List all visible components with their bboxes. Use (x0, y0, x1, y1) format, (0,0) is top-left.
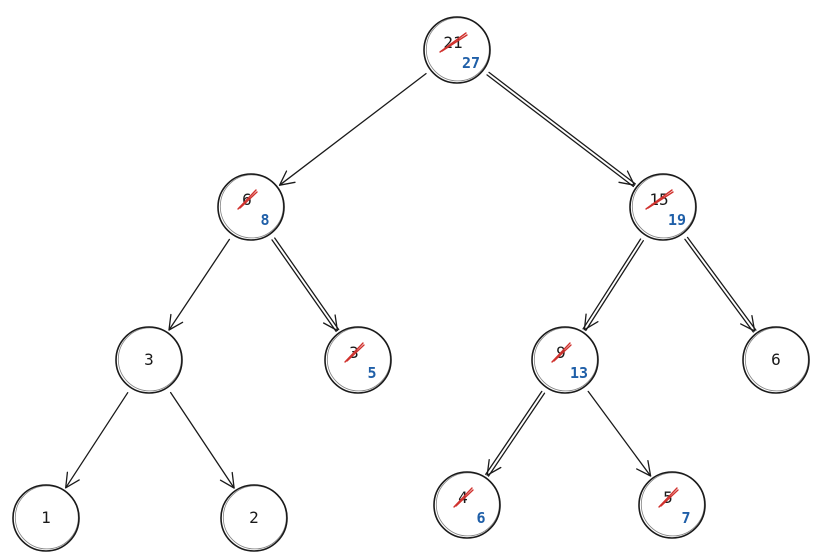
edge-n9-n4 (485, 390, 546, 477)
arrow-head-icon (583, 313, 599, 331)
node-circle-sketch-stroke (533, 327, 598, 392)
edge-line (169, 391, 235, 489)
strikethrough-mark (658, 487, 678, 508)
tree-node-n6b: 6 (742, 326, 810, 394)
tree-node-n1: 1 (12, 484, 80, 552)
edge-line (168, 238, 231, 331)
edge-line (587, 390, 652, 477)
node-circle-sketch-stroke (222, 485, 287, 550)
edge-n6-n3a (168, 238, 231, 331)
node-new-value: 7 (681, 509, 690, 527)
node-old-value: 1 (41, 508, 51, 527)
tree-node-n3b: 35 (324, 326, 392, 394)
arrow-head-icon (322, 314, 339, 332)
arrow-head-icon (740, 314, 756, 332)
edge-n21-n15 (486, 71, 636, 188)
edge-n15-n9 (582, 238, 644, 332)
strikethrough-mark (453, 487, 473, 508)
node-circle (433, 471, 501, 539)
arrow-head-icon (636, 459, 652, 477)
edge-line (274, 237, 340, 331)
tree-node-n5: 57 (638, 471, 706, 539)
node-circle (531, 326, 599, 394)
node-old-value: 6 (771, 350, 781, 369)
arrow-head-icon (219, 471, 235, 489)
edge-line (487, 392, 546, 477)
strikethrough-mark (660, 489, 679, 507)
node-circle-sketch-stroke (631, 174, 696, 239)
node-circle (423, 16, 491, 84)
edge-n3a-n1 (65, 392, 129, 489)
edge-line (271, 239, 337, 333)
node-circle-sketch-stroke (219, 174, 284, 239)
strikethrough-mark (346, 344, 365, 362)
tree-node-n4: 46 (433, 471, 501, 539)
strikethrough-mark (647, 191, 674, 209)
tree-node-n6: 68 (217, 173, 285, 241)
arrow-head-icon (65, 471, 80, 489)
node-circle (629, 173, 697, 241)
node-new-value: 8 (260, 211, 269, 229)
edge-line (486, 74, 635, 188)
node-circle-sketch-stroke (640, 472, 705, 537)
arrow-head-icon (278, 170, 296, 186)
tree-node-n3a: 3 (115, 326, 183, 394)
edge-line (485, 390, 543, 475)
arrow-head-icon (618, 170, 636, 186)
tree-node-n2: 2 (220, 484, 288, 552)
node-circle (638, 471, 706, 539)
node-old-value: 2 (249, 508, 259, 527)
edge-line (582, 238, 642, 330)
strikethrough-mark (237, 189, 257, 210)
node-circle-sketch-stroke (14, 485, 79, 550)
edges-layer (65, 71, 757, 489)
node-circle-sketch-stroke (117, 327, 182, 392)
node-circle (217, 173, 285, 241)
strikethrough-mark (551, 342, 571, 363)
node-new-value: 5 (367, 364, 376, 382)
node-new-value: 6 (476, 509, 485, 527)
node-circle (115, 326, 183, 394)
edge-line (278, 72, 427, 186)
edge-n9-n5 (587, 390, 652, 477)
strikethrough-mark (441, 34, 468, 52)
strikethrough-mark (553, 344, 572, 362)
edge-line (585, 240, 644, 332)
node-circle-sketch-stroke (425, 17, 490, 82)
edge-line (488, 71, 636, 185)
tree-node-n9: 913 (531, 326, 599, 394)
strikethrough-mark (344, 342, 364, 363)
edge-n3a-n2 (169, 391, 235, 489)
edge-line (684, 238, 754, 333)
node-circle (324, 326, 392, 394)
edge-n21-n6 (278, 72, 427, 186)
node-circle (220, 484, 288, 552)
arrow-head-icon (168, 313, 184, 331)
node-circle-sketch-stroke (326, 327, 391, 392)
strikethrough-mark (239, 191, 258, 209)
node-new-value: 13 (570, 364, 588, 382)
edge-n6-n3b (271, 237, 340, 333)
edge-line (686, 236, 757, 331)
node-new-value: 19 (668, 211, 686, 229)
edge-n15-n6b (684, 236, 757, 333)
arrow-head-icon (486, 459, 502, 476)
node-new-value: 27 (462, 54, 480, 72)
edge-line (65, 392, 129, 489)
node-circle-sketch-stroke (744, 327, 809, 392)
node-old-value: 3 (144, 350, 154, 369)
node-circle (742, 326, 810, 394)
node-circle-sketch-stroke (435, 472, 500, 537)
node-circle (12, 484, 80, 552)
strikethrough-mark (455, 489, 474, 507)
